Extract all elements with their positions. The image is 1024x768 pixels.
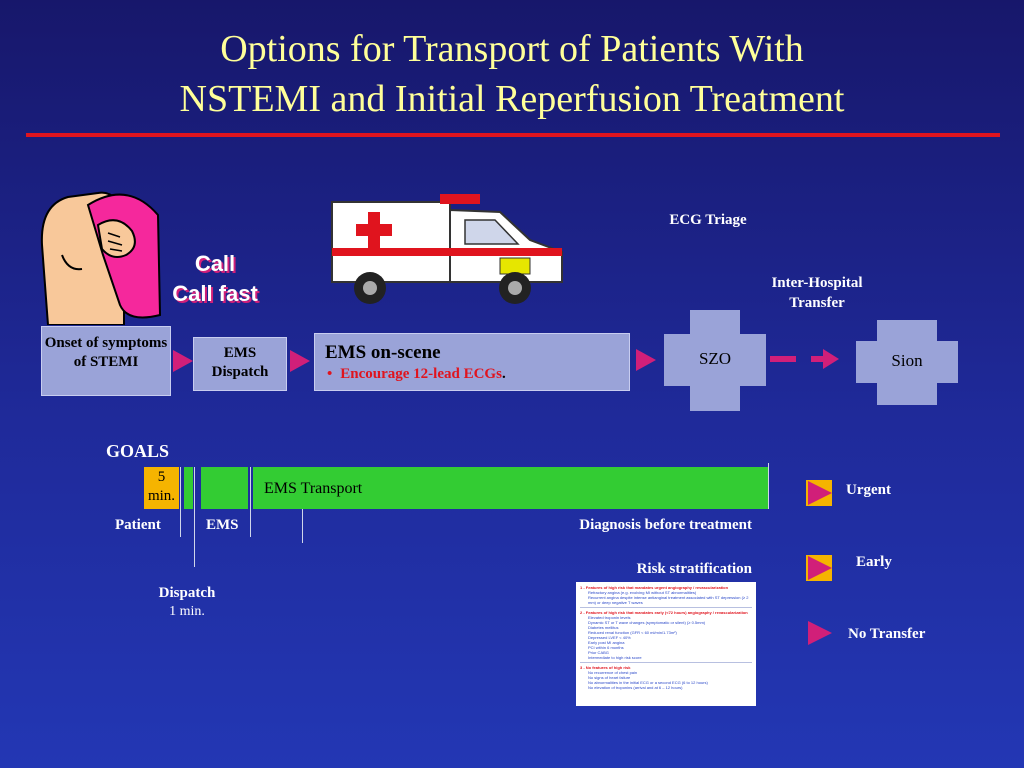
patient-label: Patient: [115, 517, 161, 533]
ems-onscene-title: EMS on-scene: [325, 342, 441, 363]
ems-onscene-period: .: [501, 366, 506, 382]
ems-dispatch-box: EMS Dispatch: [193, 337, 287, 391]
ems-label: EMS: [206, 517, 239, 533]
risk-item-2-point-3: Diabetes mellitus: [588, 625, 619, 630]
timeline-segment-ems: [184, 467, 193, 509]
transfer-dash: [770, 356, 796, 362]
risk-item-2-point-7: PCI within 6 months: [588, 645, 624, 650]
arrow-onscene-to-szo: [636, 349, 656, 371]
dispatch-label: Dispatch: [158, 585, 216, 601]
risk-item-2-point-8: Prior CABG: [588, 650, 609, 655]
ambulance-icon: [331, 194, 563, 304]
goals-label: GOALS: [106, 441, 170, 461]
risk-item-2-title: 2 - Features of high risk that mandates …: [580, 610, 748, 615]
tick-line-ems: [250, 467, 251, 537]
risk-item-3-point-3: No abnormalities in the initial ECG or a…: [588, 680, 708, 685]
risk-stratification-label: Risk stratification: [636, 561, 752, 577]
timeline-segment-transport: [253, 467, 768, 509]
early-label: Early: [856, 554, 892, 570]
tick-line-transport: [302, 509, 303, 543]
onset-symptoms-box: Onset of symptoms of STEMI: [41, 326, 171, 396]
timeline-segment-onscene: [201, 467, 248, 509]
urgent-arrow-icon: [808, 481, 832, 505]
title-underline: [26, 133, 1000, 137]
risk-item-2-point-5: Depressed LVEF < 40%: [588, 635, 631, 640]
title-line-1: Options for Transport of Patients With: [220, 28, 804, 70]
szo-cross-horizontal: [664, 334, 766, 386]
risk-item-3-title: 3 - No features of high risk: [580, 665, 631, 670]
five-min-block: 5 min.: [144, 467, 179, 509]
arrow-dispatch-to-onscene: [290, 350, 310, 372]
risk-item-1-title: 1 - Features of high risk that mandates …: [580, 585, 729, 590]
risk-item-2-point-2: Dynamic ST or T wave changes (symptomati…: [588, 620, 706, 625]
chest-pain-patient-icon: [40, 191, 162, 325]
five-min-text: 5 min.: [147, 469, 176, 504]
ems-onscene-bullet: • Encourage 12-lead ECGs.: [325, 364, 619, 384]
ems-onscene-box: EMS on-scene • Encourage 12-lead ECGs.: [314, 333, 630, 391]
slide-title: Options for Transport of Patients With N…: [0, 24, 1024, 124]
call-fast-label: Call Call fast: [160, 249, 270, 309]
ems-dispatch-text: EMS Dispatch: [211, 345, 269, 380]
arrow-onset-to-dispatch: [173, 350, 193, 372]
early-arrow-icon: [808, 556, 832, 580]
szo-label: SZO: [698, 349, 732, 368]
transfer-arrowhead: [823, 349, 839, 369]
dispatch-time: 1 min.: [169, 604, 205, 619]
onset-symptoms-text: Onset of symptoms of STEMI: [44, 335, 168, 370]
sion-cross-horizontal: [856, 341, 958, 383]
risk-item-2-point-4: Reduced renal function (GFR < 60 ml/min/…: [588, 630, 677, 635]
risk-doc-divider-2: [580, 662, 752, 663]
transfer-dash-2: [811, 356, 825, 362]
ems-transport-label: EMS Transport: [264, 480, 363, 497]
risk-item-2-point-9: Intermediate to high risk score: [588, 655, 642, 660]
risk-stratification-document: 1 - Features of high risk that mandates …: [576, 582, 756, 706]
risk-item-1-point-2: Recurrent angina despite intense antiang…: [588, 595, 749, 605]
sion-label: Sion: [891, 351, 923, 370]
tick-line-dispatch: [194, 467, 195, 567]
title-line-2: NSTEMI and Initial Reperfusion Treatment: [179, 78, 845, 120]
urgent-label: Urgent: [846, 482, 891, 498]
risk-item-3-point-4: No elevation of troponins (arrival and a…: [588, 685, 683, 690]
call-fast-text: Call fast: [172, 281, 258, 306]
ecg-triage-label: ECG Triage: [669, 212, 747, 228]
risk-item-3-point-1: No recurrence of chest pain: [588, 670, 638, 675]
risk-item-1-point-1: Refractory angina (e.g. evolving MI with…: [588, 590, 697, 595]
inter-hospital-transfer-label: Inter-Hospital Transfer: [771, 275, 863, 311]
risk-item-2-point-6: Early post MI angina: [588, 640, 625, 645]
risk-doc-divider: [580, 607, 752, 608]
bullet-dot: •: [327, 366, 333, 382]
no-transfer-label: No Transfer: [848, 626, 926, 642]
call-label: Call: [194, 251, 236, 276]
ems-onscene-bullet-text: Encourage 12-lead ECGs: [340, 366, 502, 382]
risk-item-2-point-1: Elevated troponin levels: [588, 615, 631, 620]
tick-line-patient: [180, 467, 181, 537]
no-transfer-arrow-icon: [808, 621, 832, 645]
diagnosis-label: Diagnosis before treatment: [579, 517, 752, 533]
tick-line-end: [768, 463, 769, 509]
risk-item-3-point-2: No signs of heart failure: [588, 675, 631, 680]
